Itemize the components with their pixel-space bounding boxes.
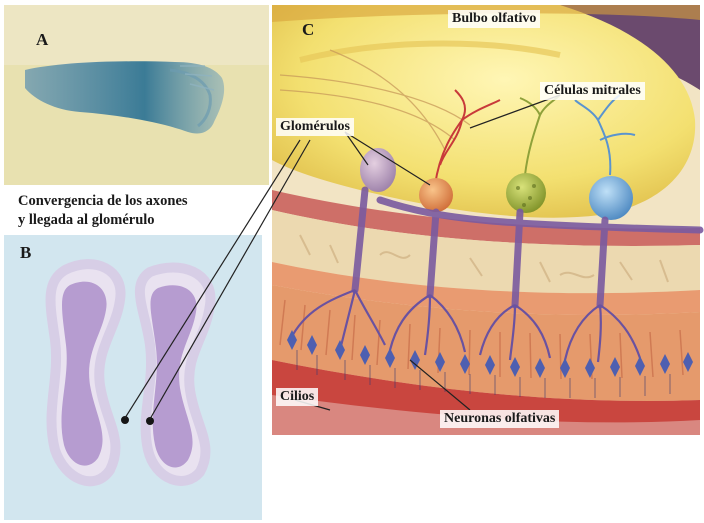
label-mitral-cells: Células mitrales (540, 82, 645, 100)
caption-line-2: y llegada al glomérulo (18, 211, 278, 230)
caption-convergence: Convergencia de los axones y llegada al … (18, 192, 278, 230)
label-cilia: Cilios (276, 388, 318, 406)
label-glomeruli: Glomérulos (276, 118, 354, 136)
label-olfactory-neurons: Neuronas olfativas (440, 410, 559, 428)
panel-c-letter: C (302, 20, 314, 40)
caption-line-1: Convergencia de los axones (18, 192, 278, 211)
panel-c-illustration (272, 5, 700, 435)
glomerulus-left (360, 148, 396, 192)
panel-b-letter: B (20, 243, 31, 263)
panel-a-letter: A (36, 30, 48, 50)
label-olfactory-bulb: Bulbo olfativo (448, 10, 540, 28)
panel-b-image (4, 188, 262, 520)
